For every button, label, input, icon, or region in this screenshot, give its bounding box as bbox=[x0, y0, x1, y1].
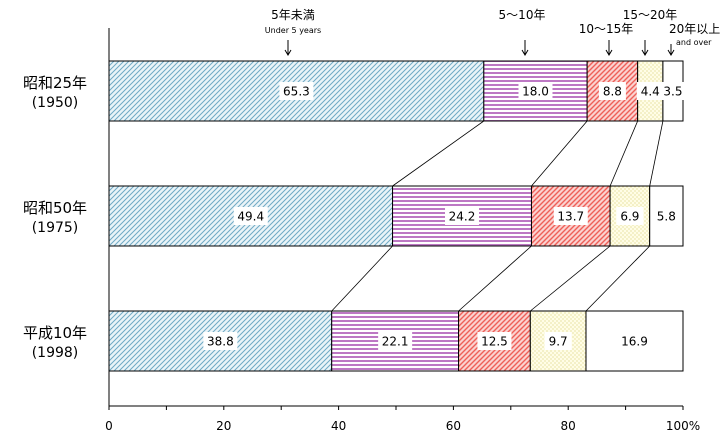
value-label-bg bbox=[279, 82, 314, 100]
connector-line bbox=[649, 120, 664, 187]
connector-line bbox=[585, 245, 650, 312]
value-label-bg bbox=[617, 332, 652, 350]
x-tick-label: 100% bbox=[666, 419, 700, 433]
value-label: 4.4 bbox=[641, 85, 660, 99]
value-label-bg bbox=[378, 332, 413, 350]
connector-line bbox=[530, 245, 611, 312]
legend-label-under-5-en: Under 5 years bbox=[265, 26, 321, 35]
value-label: 24.2 bbox=[449, 210, 476, 224]
category-labels-layer: 昭和25年 (1950) 昭和50年 (1975) 平成10年 (1998) bbox=[23, 74, 87, 361]
legend-arrowhead bbox=[521, 49, 529, 56]
category-sublabel: (1950) bbox=[32, 95, 79, 111]
value-label: 3.5 bbox=[663, 85, 682, 99]
bars-layer bbox=[108, 60, 684, 372]
category-label: 昭和25年 bbox=[23, 74, 87, 92]
value-label-bg bbox=[203, 332, 238, 350]
value-label-bg bbox=[477, 332, 512, 350]
category-sublabel: (1998) bbox=[32, 345, 79, 361]
connector-line bbox=[609, 120, 639, 187]
value-label-bg bbox=[518, 82, 553, 100]
value-label: 38.8 bbox=[207, 335, 234, 349]
category-sublabel: (1975) bbox=[32, 220, 79, 236]
value-label: 13.7 bbox=[557, 210, 584, 224]
value-label-bg bbox=[659, 82, 687, 100]
value-label: 49.4 bbox=[237, 210, 264, 224]
legend-arrowhead bbox=[284, 49, 292, 56]
value-label: 16.9 bbox=[621, 335, 648, 349]
connector-lines-layer bbox=[331, 120, 664, 312]
x-tick-label: 40 bbox=[331, 419, 346, 433]
x-tick-label: 80 bbox=[561, 419, 576, 433]
value-label: 5.8 bbox=[657, 210, 676, 224]
value-label-bg bbox=[445, 207, 480, 225]
value-label: 65.3 bbox=[283, 85, 310, 99]
legend-arrowhead bbox=[667, 49, 675, 56]
value-label: 8.8 bbox=[603, 85, 622, 99]
value-label-bg bbox=[233, 207, 268, 225]
value-label: 9.7 bbox=[549, 335, 568, 349]
legend-label-10-15: 10〜15年 bbox=[579, 22, 634, 36]
x-tick-label: 0 bbox=[105, 419, 113, 433]
value-label-bg bbox=[544, 332, 572, 350]
value-label-bg bbox=[553, 207, 588, 225]
legend-label-5-10: 5〜10年 bbox=[499, 8, 546, 22]
legend-arrowhead bbox=[641, 49, 649, 56]
legend-label-20-over-en: and over bbox=[676, 38, 712, 47]
category-label: 昭和50年 bbox=[23, 199, 87, 217]
value-label: 6.9 bbox=[620, 210, 639, 224]
legend-label-under-5: 5年未満 bbox=[271, 8, 315, 22]
value-label-bg bbox=[636, 82, 664, 100]
value-label-bg bbox=[616, 207, 644, 225]
value-label: 12.5 bbox=[481, 335, 508, 349]
value-label-bg bbox=[598, 82, 626, 100]
value-label-bg bbox=[652, 207, 680, 225]
x-tick-label: 20 bbox=[216, 419, 231, 433]
legend-label-20-over: 20年以上 bbox=[669, 22, 720, 36]
value-label: 22.1 bbox=[382, 335, 409, 349]
connector-line bbox=[331, 245, 393, 312]
legend-label-15-20: 15〜20年 bbox=[623, 8, 678, 22]
connector-line bbox=[392, 120, 485, 187]
legend-arrowhead bbox=[605, 49, 613, 56]
x-tick-label: 60 bbox=[446, 419, 461, 433]
axes-layer: 0 20 40 60 80 100% bbox=[105, 28, 700, 433]
connector-line bbox=[458, 245, 532, 312]
category-label: 平成10年 bbox=[23, 324, 87, 342]
value-label: 18.0 bbox=[522, 85, 549, 99]
connector-line bbox=[531, 120, 588, 187]
